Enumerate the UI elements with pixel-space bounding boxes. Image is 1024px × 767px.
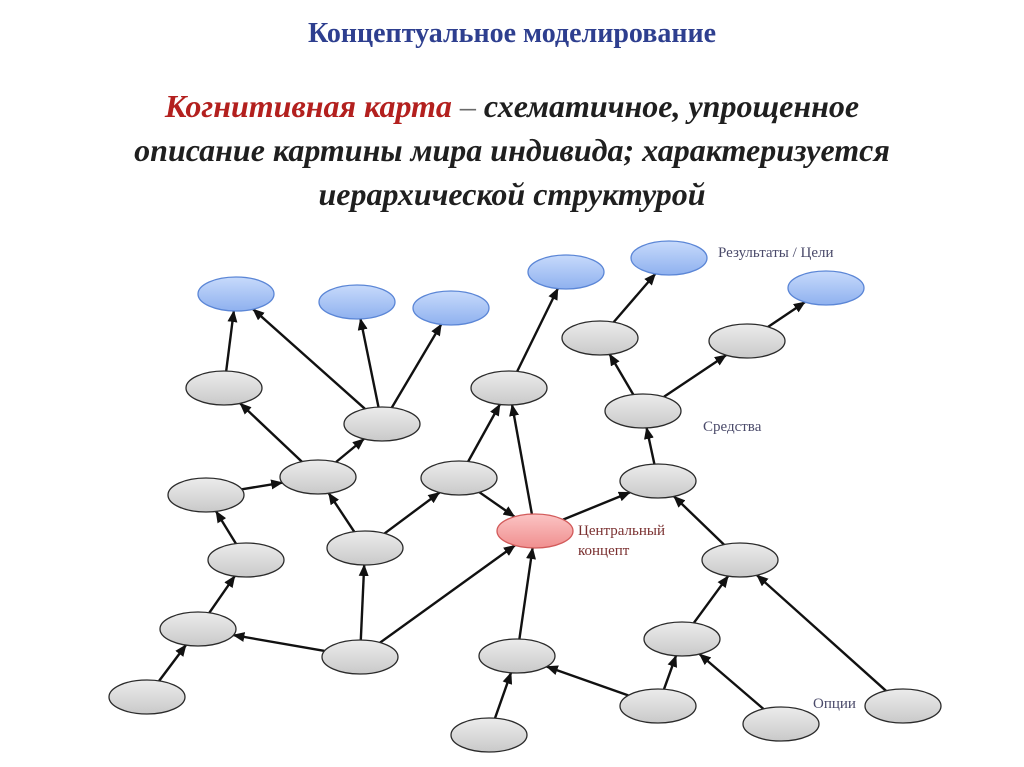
concept-node-node-s [619,688,697,724]
definition-dash: – [459,88,476,124]
arrow-node-b-to-goal-3 [390,323,443,409]
arrow-node-g-to-node-b [335,438,365,463]
concept-node-node-a [185,370,263,406]
label-central-concept-line-2: концепт [578,543,630,559]
arrow-node-b-to-goal-1 [252,308,366,410]
concept-node-node-i [167,477,245,513]
label-options: Опции [813,696,856,712]
arrow-node-o-to-node-n [232,632,325,653]
arrow-node-q-to-node-m [692,575,730,624]
concept-node-node-v [450,717,528,753]
goal-node-goal-5 [630,240,708,276]
definition-text: Когнитивная карта – схематичное, упрощен… [40,84,984,216]
arrow-node-p-to-central [518,547,536,640]
goal-node-goal-6 [787,270,865,306]
arrow-node-j-to-node-f [644,426,656,465]
concept-node-node-m [701,542,779,578]
arrow-node-v-to-node-p [493,671,513,719]
concept-node-node-o [321,639,399,675]
arrow-node-i-to-node-g [241,479,284,491]
concept-node-node-g [279,459,357,495]
goal-node-goal-1 [197,276,275,312]
arrow-node-u-to-node-m [756,574,887,692]
arrow-node-c-to-goal-4 [516,287,559,372]
arrow-node-h-to-node-c [467,403,501,463]
concept-node-node-j [619,463,697,499]
concept-node-node-p [478,638,556,674]
label-central-concept-line-1: Центральный [578,523,665,539]
definition-term: Когнитивная карта [164,88,452,124]
slide-title: Концептуальное моделирование [307,18,717,49]
arrow-node-o-to-node-k [358,564,369,641]
concept-node-node-u [864,688,942,724]
arrow-node-m-to-node-j [673,495,725,546]
concept-node-node-q [643,621,721,657]
arrow-node-s-to-node-q [662,654,678,690]
concept-node-node-h [420,460,498,496]
concept-node-node-k [326,530,404,566]
definition-line-1-rest: схематичное, упрощенное [483,88,860,124]
arrow-node-a-to-goal-1 [225,310,238,372]
arrow-node-k-to-node-g [327,492,356,533]
arrow-node-f-to-node-d [608,353,635,396]
arrow-central-to-node-j [562,491,631,521]
arrow-node-s-to-node-p [545,665,629,697]
concept-node-node-e [708,323,786,359]
arrow-node-d-to-goal-5 [612,273,657,323]
concept-node-node-l [207,542,285,578]
arrow-node-t-to-node-q [698,653,765,710]
definition-line-1: Когнитивная карта – схематичное, упрощен… [40,84,984,128]
label-means: Средства [703,419,762,435]
concept-node-node-n [159,611,237,647]
concept-node-node-d [561,320,639,356]
arrow-node-k-to-node-h [383,491,441,535]
arrow-central-to-node-c [509,403,534,515]
label-results-goals: Результаты / Цели [718,245,834,261]
arrow-node-b-to-goal-2 [357,317,380,408]
arrow-node-n-to-node-l [208,575,236,614]
diagram-nodes [108,240,942,753]
central-concept-node-central [496,513,574,549]
arrow-node-f-to-node-e [663,354,727,398]
definition-line-3: иерархической структурой [318,176,706,212]
concept-node-node-t [742,706,820,742]
concept-node-node-f [604,393,682,429]
concept-node-node-b [343,406,421,442]
arrow-node-l-to-node-i [215,510,237,545]
diagram-edges [158,273,887,719]
goal-node-goal-4 [527,254,605,290]
goal-node-goal-2 [318,284,396,320]
arrow-node-r-to-node-n [158,644,187,682]
definition-line-2: описание картины мира индивида; характер… [134,132,890,168]
concept-node-node-r [108,679,186,715]
arrow-node-o-to-central [379,544,516,644]
diagram-labels: Результаты / Цели Средства Центральный к… [578,245,856,712]
arrow-node-h-to-central [478,491,516,518]
goal-node-goal-3 [412,290,490,326]
arrow-node-g-to-node-a [239,402,303,463]
concept-node-node-c [470,370,548,406]
arrow-node-e-to-goal-6 [767,301,806,328]
